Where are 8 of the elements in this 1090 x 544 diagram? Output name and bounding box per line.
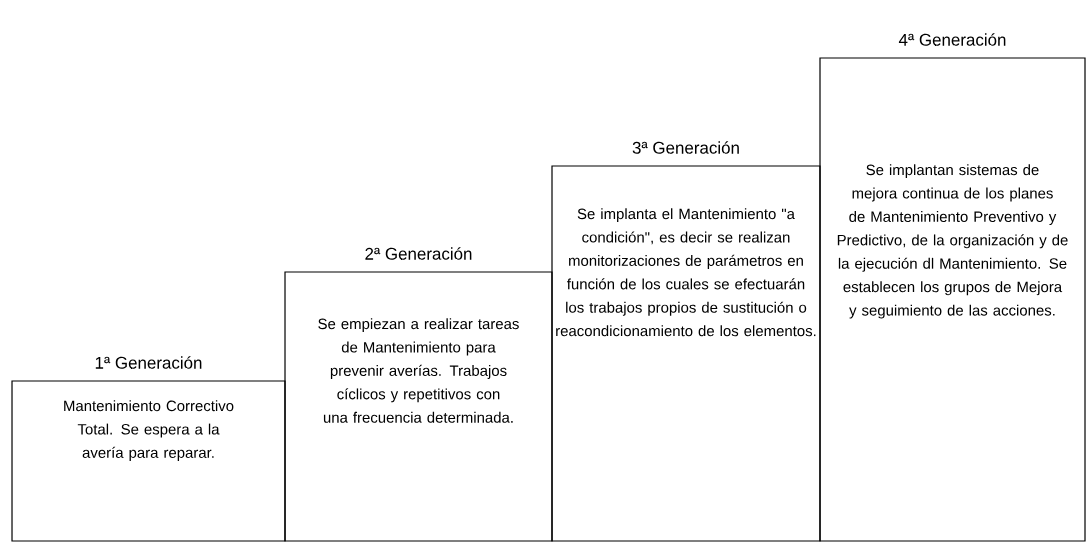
step-heading: 1ª Generación xyxy=(95,356,202,369)
step-heading: 3ª Generación xyxy=(632,141,739,154)
step-description: Se implantan sistemas de mejora continua de los planes de Mantenimiento Preventivo y Predictivo, de la organización y de la ejecución dl Mantenimiento. Se establecen los grupos de Mejora y seguimiento de las acciones. xyxy=(837,164,1068,319)
step-description: Se empiezan a realizar tareas de Mantenimiento para prevenir averías. Trabajos cíclicos y repetitivos con una frecuencia determinada. xyxy=(318,318,519,423)
step-description: Se implanta el Mantenimiento "a condición", es decir se realizan monitorizaciones de parámetros en función de los cuales se efectuarán los trabajos propios de sustitución o reacondicionamiento de los elementos. xyxy=(556,208,816,337)
step-description: Mantenimiento Correctivo Total. Se espera a la avería para reparar. xyxy=(64,400,234,461)
step-heading: 4ª Generación xyxy=(898,33,1006,46)
step-heading: 2ª Generación xyxy=(365,247,472,260)
